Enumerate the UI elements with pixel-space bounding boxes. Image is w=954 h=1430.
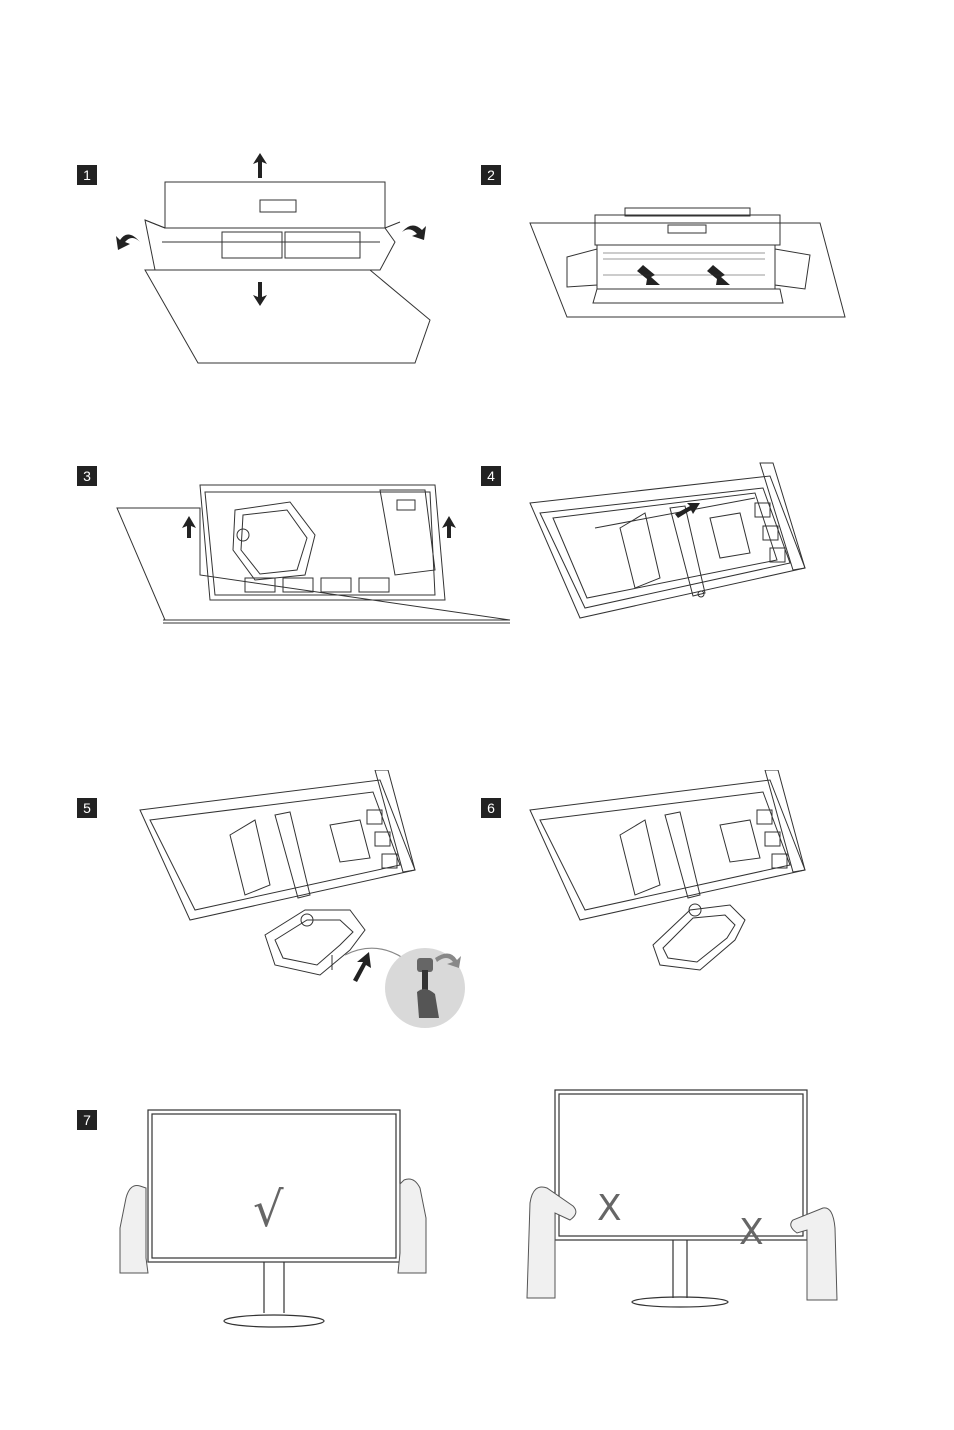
step-4-illustration [525, 458, 835, 623]
arrow-icon [116, 153, 426, 306]
arrow-icon [353, 952, 371, 982]
step-1-illustration [110, 150, 440, 380]
step-badge-7: 7 [77, 1110, 97, 1130]
wrong-mark-right: X [739, 1212, 764, 1253]
step-badge-3: 3 [77, 466, 97, 486]
step-badge-2: 2 [481, 165, 501, 185]
step-5-illustration [135, 770, 475, 1030]
wrong-mark-left: X [597, 1188, 622, 1229]
hand-icon [527, 1187, 837, 1300]
step-7-incorrect-illustration: X X [525, 1088, 840, 1313]
step-badge-5: 5 [77, 798, 97, 818]
step-2-illustration [525, 205, 850, 325]
arrow-icon [182, 516, 456, 538]
correct-check-mark: √ [253, 1182, 284, 1238]
step-badge-1: 1 [77, 165, 97, 185]
step-6-illustration [525, 770, 835, 975]
step-3-illustration [115, 480, 515, 628]
step-badge-6: 6 [481, 798, 501, 818]
step-7-correct-illustration: √ [118, 1108, 428, 1333]
